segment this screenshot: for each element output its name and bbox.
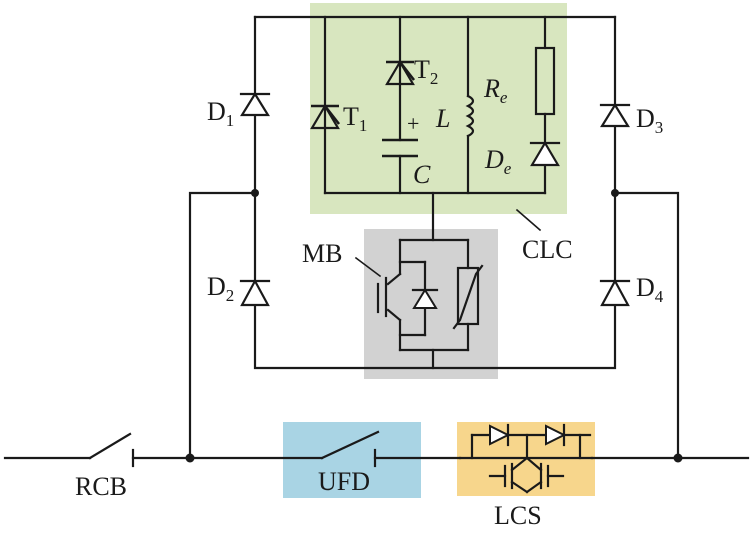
- lcs-switch: [458, 423, 594, 494]
- label-rcb: RCB: [75, 472, 127, 501]
- label-d3: D3: [636, 104, 663, 137]
- label-de: De: [484, 145, 512, 178]
- label-mb: MB: [302, 239, 342, 268]
- label-c: C: [413, 160, 431, 189]
- diode-d1: [239, 91, 271, 117]
- diode-d4: [599, 278, 631, 307]
- label-d2: D2: [207, 272, 234, 305]
- label-ufd: UFD: [318, 467, 370, 496]
- label-t1: T1: [343, 102, 367, 135]
- clc-branches: [310, 15, 561, 232]
- label-l: L: [435, 104, 450, 133]
- bridge-connections: [185, 189, 683, 463]
- label-plus: +: [407, 111, 419, 136]
- mb-switch: [354, 191, 484, 370]
- ufd-region: [283, 422, 421, 498]
- diode-d2: [239, 278, 271, 307]
- main-line: [3, 430, 750, 468]
- label-re: Re: [483, 74, 508, 107]
- clc-region: [310, 3, 567, 214]
- label-t2: T2: [414, 55, 438, 88]
- label-d4: D4: [636, 273, 664, 306]
- label-clc: CLC: [522, 235, 573, 264]
- label-lcs: LCS: [494, 501, 542, 530]
- label-d1: D1: [207, 97, 234, 130]
- diode-d3: [599, 102, 631, 128]
